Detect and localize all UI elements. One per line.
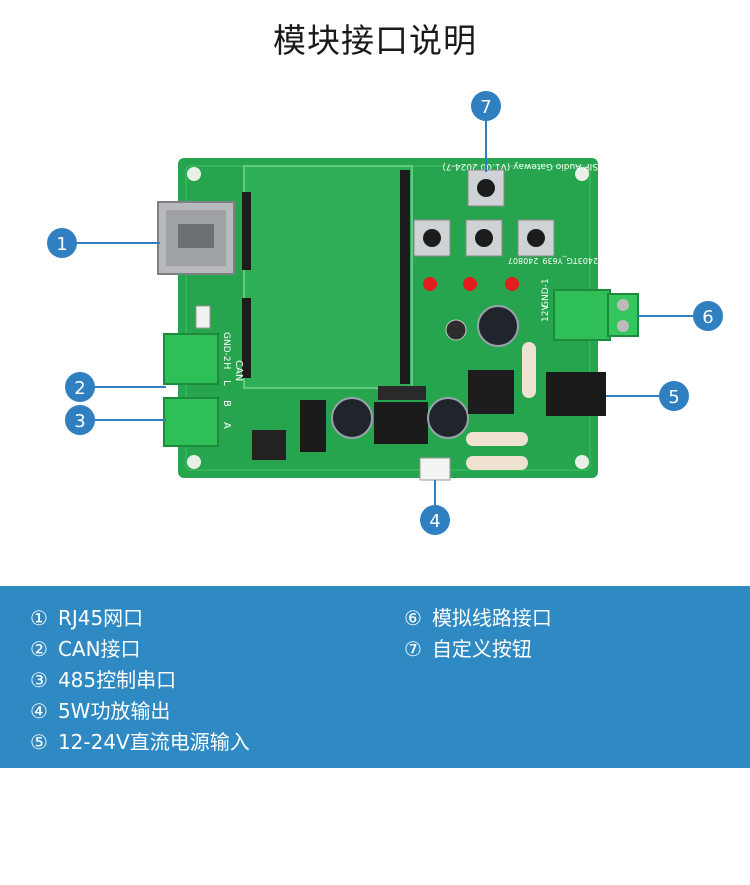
svg-text:4: 4 bbox=[429, 511, 440, 532]
capacitor bbox=[445, 319, 467, 341]
legend-item-power: ⑤ 12-24V直流电源输入 bbox=[30, 728, 250, 756]
silk-product: SIP Audio Gateway (V1.00 2024-7) bbox=[442, 161, 598, 171]
svg-text:1: 1 bbox=[56, 234, 67, 255]
core-module-outline bbox=[243, 165, 413, 389]
svg-text:3: 3 bbox=[74, 411, 85, 432]
led-red bbox=[463, 277, 477, 291]
legend-item-line: ⑥ 模拟线路接口 bbox=[404, 604, 552, 632]
svg-text:2: 2 bbox=[74, 378, 85, 399]
silk-id: 2403TG_Y639_240807 bbox=[508, 256, 598, 265]
silk-b: B bbox=[221, 400, 232, 407]
mount-hole bbox=[575, 167, 589, 181]
callout-3: 3 bbox=[65, 405, 95, 435]
page-title: 模块接口说明 bbox=[273, 21, 477, 60]
resistor bbox=[466, 456, 528, 470]
callout-6: 6 bbox=[693, 301, 723, 331]
ic-chip bbox=[300, 400, 326, 452]
svg-text:5: 5 bbox=[668, 387, 679, 408]
push-button bbox=[465, 219, 503, 257]
silk-gnd2: GND-2 bbox=[221, 332, 231, 362]
legend-item-rj45: ① RJ45网口 bbox=[30, 604, 143, 632]
legend-label: CAN接口 bbox=[57, 637, 141, 661]
legend-number: ⑥ bbox=[404, 606, 422, 630]
legend-label: 12-24V直流电源输入 bbox=[57, 730, 250, 754]
legend-label: 模拟线路接口 bbox=[431, 606, 552, 630]
legend-item-amp: ④ 5W功放输出 bbox=[30, 697, 170, 725]
resistor bbox=[466, 432, 528, 446]
pin-header-left-2 bbox=[242, 298, 251, 378]
callout-7: 7 bbox=[471, 91, 501, 121]
callout-1: 1 bbox=[47, 228, 77, 258]
capacitor bbox=[331, 397, 373, 439]
silk-can: CAN bbox=[233, 360, 244, 381]
legend-number: ④ bbox=[30, 699, 48, 723]
rs485-terminal bbox=[163, 397, 219, 447]
legend-number: ① bbox=[30, 606, 48, 630]
legend-number: ② bbox=[30, 637, 48, 661]
legend-item-button: ⑦ 自定义按钮 bbox=[404, 635, 532, 663]
legend-item-485: ③ 485控制串口 bbox=[30, 666, 176, 694]
mount-hole bbox=[187, 455, 201, 469]
capacitor bbox=[427, 397, 469, 439]
silk-gnd1: GND-1 bbox=[541, 278, 551, 308]
resistor bbox=[522, 342, 536, 398]
legend-label: 5W功放输出 bbox=[57, 699, 171, 723]
callout-2: 2 bbox=[65, 372, 95, 402]
pin-header-right bbox=[400, 170, 410, 384]
speaker-connector bbox=[419, 457, 451, 481]
silk-l: L bbox=[221, 380, 232, 386]
dc-jack bbox=[546, 372, 606, 416]
svg-text:6: 6 bbox=[702, 307, 713, 328]
silk-h: H bbox=[221, 362, 232, 370]
callout-5: 5 bbox=[659, 381, 689, 411]
ic-chip bbox=[378, 386, 426, 400]
callout-4: 4 bbox=[420, 505, 450, 535]
legend-panel: ① RJ45网口 ② CAN接口 ③ 485控制串口 ④ 5W功放输出 ⑤ 12-24V直… bbox=[0, 586, 750, 768]
capacitor bbox=[477, 305, 519, 347]
legend-item-can: ② CAN接口 bbox=[30, 635, 141, 663]
line-terminal bbox=[553, 289, 611, 341]
svg-text:7: 7 bbox=[480, 97, 491, 118]
legend-number: ③ bbox=[30, 668, 48, 692]
silk-12v: 12V bbox=[541, 304, 551, 322]
legend-label: 自定义按钮 bbox=[431, 637, 532, 661]
mount-hole bbox=[575, 455, 589, 469]
legend-number: ⑤ bbox=[30, 730, 48, 754]
led-red bbox=[505, 277, 519, 291]
ic-chip bbox=[252, 430, 286, 460]
led-red bbox=[423, 277, 437, 291]
legend-number: ⑦ bbox=[404, 637, 422, 661]
board-figure: SIP Audio Gateway (V1.00 2024-7) 2403TG_… bbox=[47, 91, 723, 535]
legend-label: RJ45网口 bbox=[57, 606, 144, 630]
regulator bbox=[468, 370, 514, 414]
amp-chip bbox=[374, 402, 428, 444]
can-terminal bbox=[163, 333, 219, 385]
mount-hole bbox=[187, 167, 201, 181]
silk-a: A bbox=[221, 422, 232, 429]
legend-label: 485控制串口 bbox=[57, 668, 177, 692]
pin-header-left bbox=[242, 192, 251, 270]
